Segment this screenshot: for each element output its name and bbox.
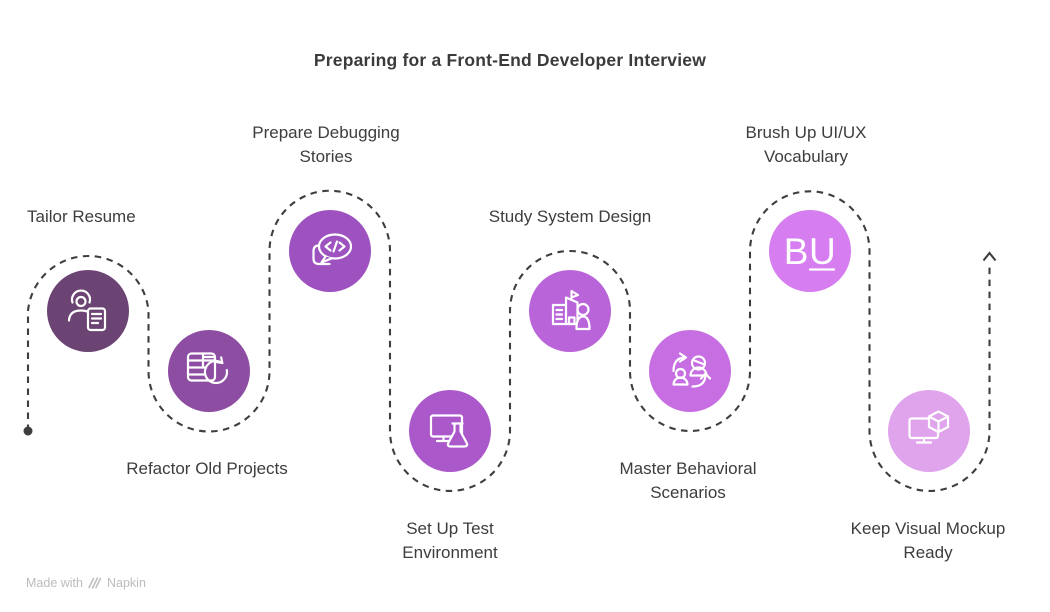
step-label-system-design: Study System Design <box>488 207 652 226</box>
step-node-uiux-vocabulary: BU <box>769 210 851 292</box>
step-label-refactor-projects: Refactor Old Projects <box>126 459 288 478</box>
step-label-debugging-stories: Prepare Debugging Stories <box>252 123 400 166</box>
step-node-tailor-resume <box>47 270 129 352</box>
watermark: Made with Napkin <box>26 576 146 590</box>
step-node-visual-mockup <box>888 390 970 472</box>
step-circle <box>649 330 731 412</box>
monitor-flask-icon <box>429 414 469 448</box>
step-circle <box>168 330 250 412</box>
step-circle <box>409 390 491 472</box>
watermark-brand: Napkin <box>106 576 146 590</box>
step-label-visual-mockup: Keep Visual Mockup Ready <box>850 519 1006 562</box>
monitor-cube-icon <box>908 410 950 444</box>
serpentine-dashed-path <box>26 189 991 493</box>
code-speech-bubble-icon <box>312 233 353 266</box>
bu-monogram-text: BU <box>784 231 836 272</box>
person-resume-icon <box>67 289 107 332</box>
step-circle <box>769 210 851 292</box>
watermark-prefix: Made with <box>26 576 83 590</box>
people-swap-icon <box>672 352 712 388</box>
step-circle <box>888 390 970 472</box>
step-label-tailor-resume: Tailor Resume <box>27 207 136 226</box>
step-node-behavioral-scenarios <box>649 330 731 412</box>
building-person-icon <box>551 289 591 331</box>
arrow-up-icon <box>982 251 997 262</box>
napkin-logo-icon <box>88 577 102 589</box>
step-circle <box>529 270 611 352</box>
table-refresh-icon <box>186 352 229 385</box>
step-node-debugging-stories <box>289 210 371 292</box>
bu-monogram-icon: BU <box>784 231 836 272</box>
step-label-uiux-vocabulary: Brush Up UI/UX Vocabulary <box>745 123 867 166</box>
page-title: Preparing for a Front-End Developer Inte… <box>313 50 707 70</box>
path-start-dot <box>23 426 33 436</box>
step-node-system-design <box>529 270 611 352</box>
step-label-test-environment: Set Up Test Environment <box>402 519 498 562</box>
step-label-behavioral-scenarios: Master Behavioral Scenarios <box>619 459 757 502</box>
step-node-test-environment <box>409 390 491 472</box>
step-node-refactor-projects <box>168 330 250 412</box>
